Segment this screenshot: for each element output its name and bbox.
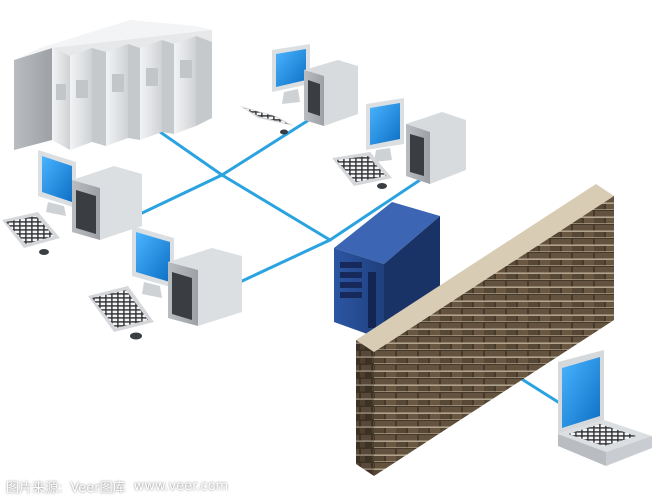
cable-wall-to-laptop bbox=[518, 376, 560, 404]
central-server bbox=[334, 202, 440, 340]
rack-unit-4 bbox=[140, 40, 174, 140]
keyboard bbox=[2, 212, 60, 255]
cable-ws2-to-hub bbox=[220, 116, 314, 177]
rack-unit-5 bbox=[174, 36, 212, 134]
rack-unit-2 bbox=[70, 48, 106, 150]
cable-links bbox=[138, 116, 560, 404]
workstation-4 bbox=[88, 226, 242, 340]
firewall-wall bbox=[356, 184, 614, 476]
workstation-3 bbox=[332, 98, 466, 189]
pc-tower bbox=[168, 248, 242, 326]
image-credit-watermark: 图片来源: Veer图库 www.veer.com bbox=[6, 476, 228, 496]
drive-bays bbox=[340, 262, 362, 298]
rack-unit-3 bbox=[106, 44, 140, 146]
rack-servers bbox=[14, 20, 212, 150]
cable-ws3-to-server bbox=[328, 178, 422, 242]
monitor bbox=[132, 226, 174, 298]
vent-strip bbox=[368, 272, 376, 328]
monitor bbox=[272, 44, 310, 104]
pc-tower bbox=[406, 112, 466, 184]
monitor bbox=[38, 150, 76, 216]
workstation-1 bbox=[2, 150, 142, 255]
monitor bbox=[366, 98, 404, 162]
cable-ws1-to-hub bbox=[138, 173, 224, 216]
pc-tower bbox=[72, 166, 142, 240]
cable-ws4-to-server bbox=[238, 238, 332, 284]
credit-url[interactable]: www.veer.com bbox=[133, 478, 229, 494]
remote-laptop bbox=[558, 350, 652, 466]
credit-brand: Veer图库 bbox=[70, 480, 126, 496]
cable-hub-to-ws3 bbox=[220, 173, 332, 242]
credit-label: 图片来源: bbox=[6, 480, 63, 496]
workstation-2 bbox=[240, 44, 358, 135]
rack-unit-1 bbox=[14, 48, 70, 150]
keyboard bbox=[88, 286, 154, 340]
keyboard bbox=[332, 152, 392, 189]
keyboard bbox=[240, 106, 294, 135]
pc-tower bbox=[304, 60, 358, 126]
